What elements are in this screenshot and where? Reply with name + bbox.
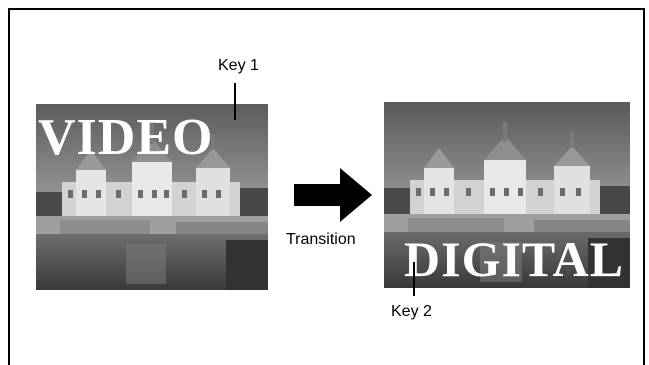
transition-arrow-icon [294,168,372,222]
key-1-leader-line [234,83,236,120]
key-2-label: Key 2 [391,303,432,320]
left-overlay-text: VIDEO [38,109,214,166]
left-chateau-image [36,104,268,290]
transition-label: Transition [286,231,356,248]
right-chateau-image [384,102,630,288]
key-1-label: Key 1 [218,57,259,74]
key-2-leader-line [413,262,415,296]
figure-frame [8,8,645,365]
right-overlay-text: DIGITAL [404,231,625,287]
